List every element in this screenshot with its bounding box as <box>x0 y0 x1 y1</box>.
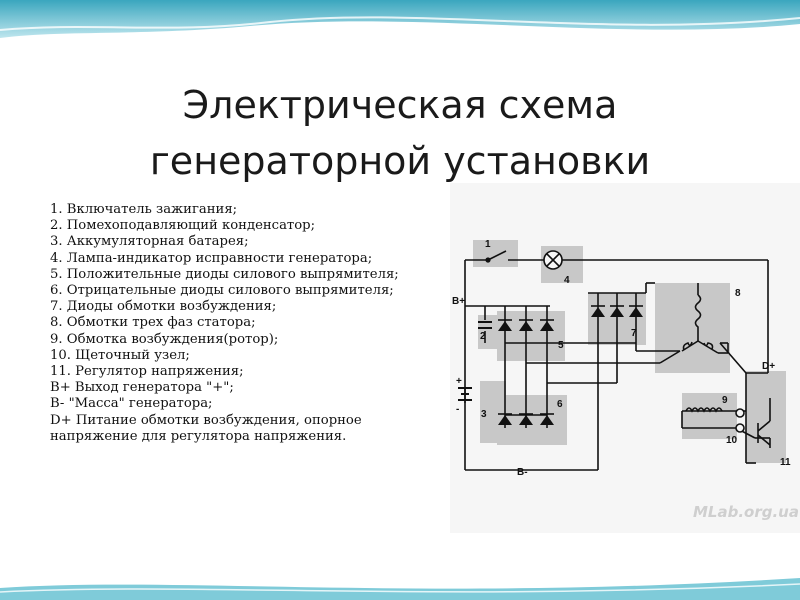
regulator-transistor-symbol <box>757 398 771 446</box>
circuit-diagram: 1 4 2 5 7 8 3 6 9 10 11 B+ B- D+ + - <box>450 183 800 533</box>
legend-item: 5. Положительные диоды силового выпрямит… <box>50 266 399 282</box>
regulator-block <box>746 371 786 463</box>
slide-title-line2: генераторной установки <box>149 139 651 184</box>
legend-item: 9. Обмотка возбуждения(ротор); <box>50 331 279 347</box>
legend-item: 6. Отрицательные диоды силового выпрямит… <box>50 283 394 299</box>
slide-title: Электрическая схема генераторной установ… <box>0 77 800 189</box>
diagram-labels: 1 4 2 5 7 8 3 6 9 10 11 B+ B- D+ + - <box>452 239 791 478</box>
label-11: 11 <box>780 457 791 468</box>
label-10: 10 <box>726 435 738 446</box>
label-8: 8 <box>735 288 741 299</box>
label-bminus: B- <box>517 467 528 478</box>
legend-item: 8. Обмотки трех фаз статора; <box>50 315 256 331</box>
label-1: 1 <box>485 239 491 250</box>
legend-item: B+ Выход генератора "+"; <box>50 380 234 396</box>
label-9: 9 <box>722 395 728 406</box>
rotor-winding-symbol <box>685 407 723 413</box>
circuit-diagram-svg: 1 4 2 5 7 8 3 6 9 10 11 B+ B- D+ + - <box>452 239 791 478</box>
component-legend: 1. Включатель зажигания; 2. Помехоподавл… <box>50 202 445 445</box>
legend-item: 11. Регулятор напряжения; <box>50 364 244 380</box>
ignition-switch-block <box>473 240 518 267</box>
label-2: 2 <box>480 331 486 342</box>
label-6: 6 <box>557 399 563 410</box>
legend-item: 10. Щеточный узел; <box>50 347 190 363</box>
label-3: 3 <box>481 409 487 420</box>
footer-wave <box>0 572 800 600</box>
legend-item: B- "Масса" генератора; <box>50 396 213 412</box>
stator-windings-symbol <box>681 283 729 354</box>
lamp-symbol <box>543 250 563 270</box>
label-battery-plus: + <box>456 376 462 387</box>
ignition-switch-symbol <box>485 250 507 263</box>
label-battery-minus: - <box>456 404 459 415</box>
label-4: 4 <box>564 275 570 286</box>
capacitor-symbol <box>478 321 492 329</box>
brush-symbols <box>735 408 745 433</box>
positive-diodes-block <box>497 311 565 361</box>
wires <box>464 259 771 471</box>
brush-unit-block <box>682 393 737 439</box>
battery-symbol <box>458 387 472 401</box>
legend-item: 1. Включатель зажигания; <box>50 202 238 217</box>
legend-item: 3. Аккумуляторная батарея; <box>50 234 249 250</box>
legend-item: 4. Лампа-индикатор исправности генератор… <box>50 250 373 266</box>
label-5: 5 <box>558 340 564 351</box>
negative-diodes-block <box>497 395 567 445</box>
label-dplus: D+ <box>762 361 775 372</box>
watermark-text: MLab.org.ua <box>693 503 799 521</box>
legend-item: 7. Диоды обмотки возбуждения; <box>50 299 277 315</box>
label-bplus: B+ <box>452 296 465 307</box>
legend-item: 2. Помехоподавляющий конденсатор; <box>50 218 316 234</box>
slide-title-line1: Электрическая схема <box>182 83 618 128</box>
label-7: 7 <box>631 328 637 339</box>
legend-item: D+ Питание обмотки возбуждения, опорное … <box>50 412 362 444</box>
header-wave <box>0 0 800 45</box>
